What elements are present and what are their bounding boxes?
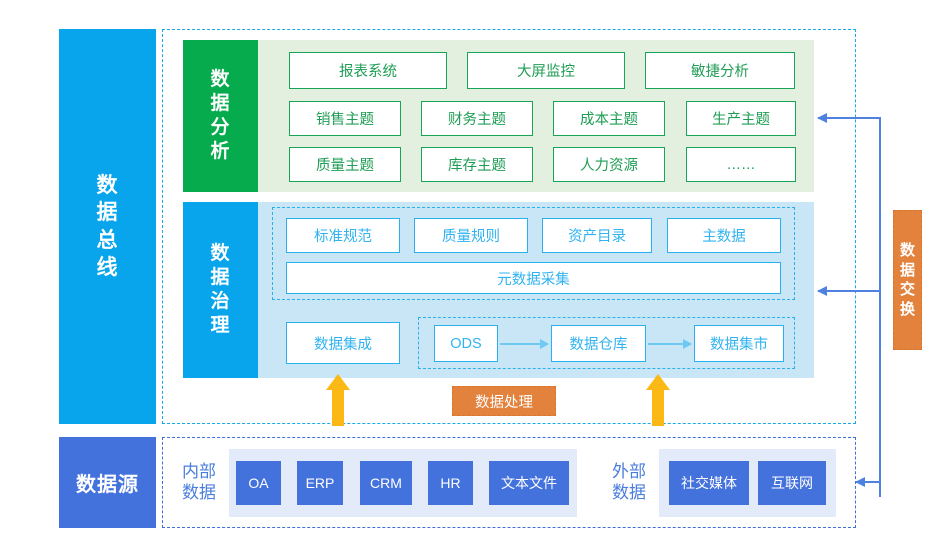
internal-data-label-line-1: 数据 [182,483,216,502]
external-chip-social-media[interactable]: 社交媒体 [669,461,749,505]
flow-box-ods[interactable]: ODS [434,325,498,362]
governance-tab-char-2: 治 [210,291,231,312]
internal-data-label: 内部 数据 [172,459,226,507]
data-bus-char-0: 数 [96,173,119,197]
external-data-label-line-0: 外部 [612,462,646,482]
governance-box-data-integration[interactable]: 数据集成 [286,322,400,364]
data-bus-rail: 数 据 总 线 [59,29,156,424]
governance-box-master-data[interactable]: 主数据 [667,218,781,253]
analysis-tab-char-0: 数 [210,69,231,91]
internal-chip-hr[interactable]: HR [428,461,473,505]
exchange-arrow-to-governance [817,286,880,295]
internal-chip-crm[interactable]: CRM [360,461,412,505]
internal-chip-text-file[interactable]: 文本文件 [489,461,569,505]
flow-arrow-ods-to-warehouse [500,339,549,349]
flow-arrow-warehouse-to-mart [648,339,692,349]
external-chip-internet[interactable]: 互联网 [758,461,826,505]
analysis-box-more[interactable]: …… [686,147,796,182]
analysis-box-finance-topic[interactable]: 财务主题 [421,101,533,136]
governance-box-quality-rules[interactable]: 质量规则 [414,218,528,253]
analysis-box-cost-topic[interactable]: 成本主题 [553,101,665,136]
internal-chip-erp[interactable]: ERP [297,461,343,505]
data-source-rail: 数据源 [59,437,156,528]
analysis-box-quality-topic[interactable]: 质量主题 [289,147,401,182]
governance-box-metadata-collection[interactable]: 元数据采集 [286,262,781,294]
governance-standards-group [272,207,795,300]
analysis-tab-char-3: 析 [210,140,231,162]
analysis-box-inventory-topic[interactable]: 库存主题 [421,147,533,182]
data-processing-box[interactable]: 数据处理 [452,386,556,416]
analysis-box-production-topic[interactable]: 生产主题 [686,101,796,136]
exchange-char-3: 换 [899,300,915,318]
exchange-connector-trunk [879,117,881,497]
governance-tab-char-0: 数 [210,243,231,265]
governance-box-asset-catalog[interactable]: 资产目录 [542,218,652,253]
external-data-label: 外部 数据 [602,459,656,507]
data-governance-tab: 数 据 治 理 [183,202,258,378]
governance-box-standard-spec[interactable]: 标准规范 [286,218,400,253]
exchange-arrow-to-analysis [817,113,880,122]
data-bus-char-1: 据 [96,201,119,225]
data-bus-char-2: 总 [96,228,119,252]
exchange-char-2: 交 [899,281,915,298]
governance-tab-char-1: 据 [210,267,231,289]
data-bus-char-3: 线 [96,255,119,279]
exchange-arrow-to-external-data [855,477,880,486]
analysis-tab-char-1: 据 [210,93,231,115]
data-flow-group [418,317,795,369]
external-data-label-line-1: 数据 [612,483,646,502]
upload-arrow-right-icon [646,374,670,426]
platform-frame [162,29,856,424]
flow-box-data-mart[interactable]: 数据集市 [694,325,784,362]
exchange-char-0: 数 [899,242,915,259]
data-exchange-box[interactable]: 数 据 交 换 [893,210,922,350]
internal-chip-oa[interactable]: OA [236,461,281,505]
upload-arrow-left-icon [326,374,350,426]
internal-data-label-line-0: 内部 [182,462,216,482]
analysis-box-sales-topic[interactable]: 销售主题 [289,101,401,136]
flow-box-data-warehouse[interactable]: 数据仓库 [551,325,646,362]
analysis-box-agile-analysis[interactable]: 敏捷分析 [645,52,795,89]
data-analysis-tab: 数 据 分 析 [183,40,258,192]
exchange-char-1: 据 [899,261,915,279]
analysis-box-report-system[interactable]: 报表系统 [289,52,447,89]
analysis-tab-char-2: 分 [210,117,231,138]
analysis-box-bigscreen-monitor[interactable]: 大屏监控 [467,52,625,89]
analysis-box-human-resources[interactable]: 人力资源 [553,147,665,182]
governance-tab-char-3: 理 [210,314,231,336]
